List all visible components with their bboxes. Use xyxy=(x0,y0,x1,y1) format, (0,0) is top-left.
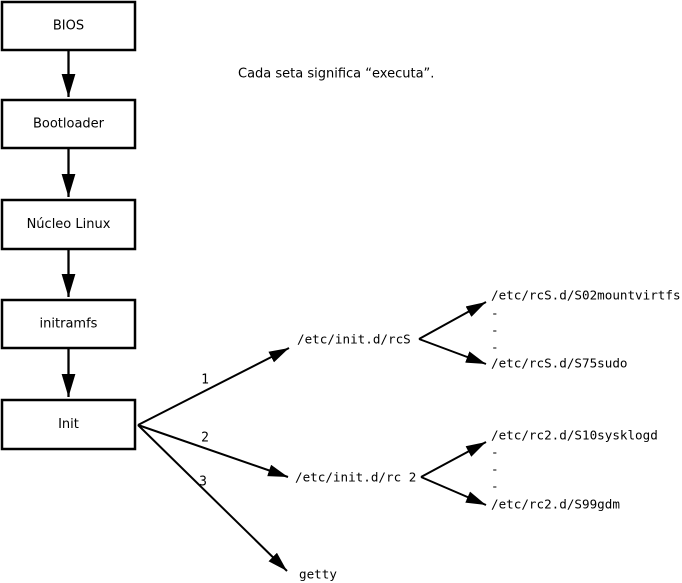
box-bootloader-label: Bootloader xyxy=(33,117,105,132)
box-kernel-rect xyxy=(0,198,137,251)
rc2-last-script: /etc/rc2.d/S99gdm xyxy=(491,497,620,512)
rcs-dash-2: - xyxy=(491,323,499,338)
box-bios-rect xyxy=(0,0,137,52)
rc2-dash-1: - xyxy=(491,445,499,460)
arrow-rc2-to-last-script-icon xyxy=(420,476,487,506)
branch-number-2: 2 xyxy=(201,431,209,446)
box-init-label: Init xyxy=(58,417,79,432)
target-rc2-label: /etc/init.d/rc 2 xyxy=(295,470,416,485)
box-bios: BIOS xyxy=(0,0,137,52)
rcs-dash-3: - xyxy=(491,340,499,355)
arrow-rcs-to-last-script-icon xyxy=(418,338,487,365)
rc2-script-group: /etc/rc2.d/S10sysklogd - - - /etc/rc2.d/… xyxy=(491,428,658,512)
box-bios-label: BIOS xyxy=(53,19,84,34)
box-kernel: Núcleo Linux xyxy=(0,198,137,251)
rcs-last-script: /etc/rcS.d/S75sudo xyxy=(491,356,627,371)
box-initramfs-label: initramfs xyxy=(40,317,98,332)
arrow-legend-note: Cada seta significa “executa”. xyxy=(238,67,434,82)
rcs-dash-1: - xyxy=(491,306,499,321)
rc2-dash-3: - xyxy=(491,479,499,494)
arrow-init-to-getty-icon xyxy=(137,424,288,572)
target-getty-label: getty xyxy=(299,567,337,582)
rcs-first-script: /etc/rcS.d/S02mountvirtfs xyxy=(491,288,681,303)
arrow-rcs-to-first-script-icon xyxy=(418,301,487,340)
box-bootloader-rect xyxy=(0,98,137,150)
rc2-first-script: /etc/rc2.d/S10sysklogd xyxy=(491,428,658,443)
box-init: Init xyxy=(0,398,137,451)
arrow-init-to-rc2-icon xyxy=(137,424,289,478)
box-initramfs-rect xyxy=(0,298,137,350)
box-init-rect xyxy=(0,398,137,451)
box-kernel-label: Núcleo Linux xyxy=(27,217,111,232)
branch-number-3: 3 xyxy=(199,475,207,490)
box-initramfs: initramfs xyxy=(0,298,137,350)
rc2-dash-2: - xyxy=(491,462,499,477)
branch-number-1: 1 xyxy=(201,373,209,388)
target-rcs-label: /etc/init.d/rcS xyxy=(297,332,411,347)
arrow-init-to-rcs-icon xyxy=(137,347,290,426)
arrow-rc2-to-first-script-icon xyxy=(420,441,487,478)
box-bootloader: Bootloader xyxy=(0,98,137,150)
rcs-script-group: /etc/rcS.d/S02mountvirtfs - - - /etc/rcS… xyxy=(491,288,681,371)
